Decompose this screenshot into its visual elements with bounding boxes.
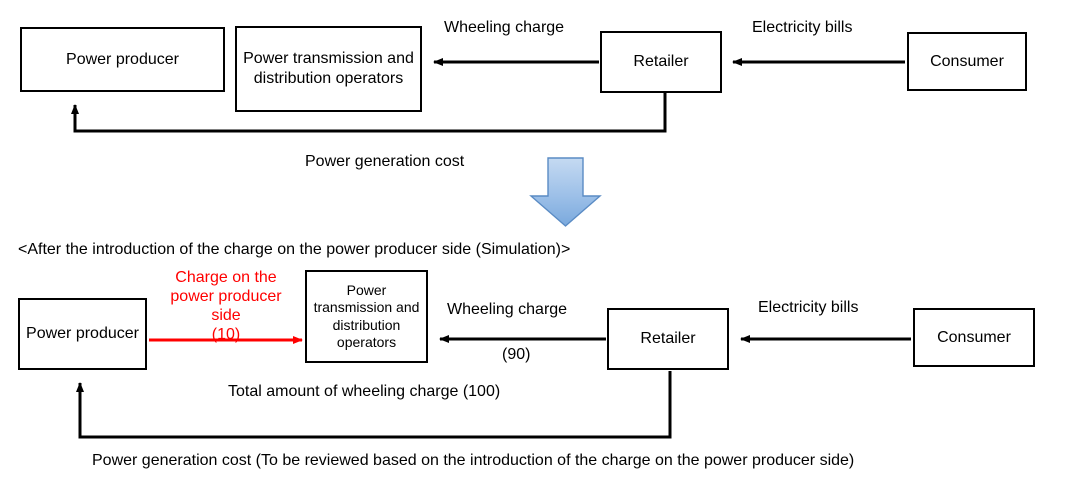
label-power-generation-cost-top: Power generation cost [305, 153, 465, 170]
box-power-producer-bottom[interactable]: Power producer [18, 298, 147, 370]
arrow-power-generation-cost-top [71, 93, 667, 133]
label-electricity-bills-bottom: Electricity bills [758, 299, 859, 316]
charge-line-2: power producer [170, 287, 282, 305]
box-tdo-top[interactable]: Power transmission and distribution oper… [235, 26, 422, 112]
box-label: Power transmission and distribution oper… [313, 282, 420, 350]
charge-line-1: Charge on the [175, 269, 277, 286]
charge-line-3: side [211, 306, 241, 324]
charge-line-4: (10) [211, 325, 241, 343]
box-power-producer-top[interactable]: Power producer [20, 27, 225, 92]
box-label: Power transmission and distribution oper… [243, 50, 414, 87]
box-retailer-bottom[interactable]: Retailer [607, 308, 729, 370]
box-consumer-bottom[interactable]: Consumer [913, 308, 1035, 367]
caption-after-introduction: <After the introduction of the charge on… [18, 241, 571, 258]
box-label: Retailer [640, 330, 696, 348]
box-label: Consumer [937, 328, 1011, 346]
label-total-wheeling-charge: Total amount of wheeling charge (100) [228, 383, 501, 400]
box-label: Retailer [633, 53, 689, 71]
box-consumer-top[interactable]: Consumer [907, 32, 1027, 91]
label-wheeling-charge-top: Wheeling charge [444, 19, 565, 36]
label-wheeling-charge-value: (90) [502, 346, 531, 363]
arrow-power-generation-cost-bottom [76, 371, 672, 439]
down-arrow-icon [529, 157, 602, 227]
label-wheeling-charge-bottom: Wheeling charge [447, 301, 568, 318]
label-power-generation-cost-bottom: Power generation cost (To be reviewed ba… [92, 452, 855, 469]
label-charge-producer-side: Charge on the power producer side (10) [156, 269, 296, 345]
box-label: Consumer [930, 52, 1004, 70]
box-label: Power producer [26, 325, 139, 343]
box-retailer-top[interactable]: Retailer [600, 31, 722, 93]
box-tdo-bottom[interactable]: Power transmission and distribution oper… [305, 270, 428, 363]
box-label: Power producer [66, 50, 179, 68]
label-electricity-bills-top: Electricity bills [752, 19, 853, 36]
